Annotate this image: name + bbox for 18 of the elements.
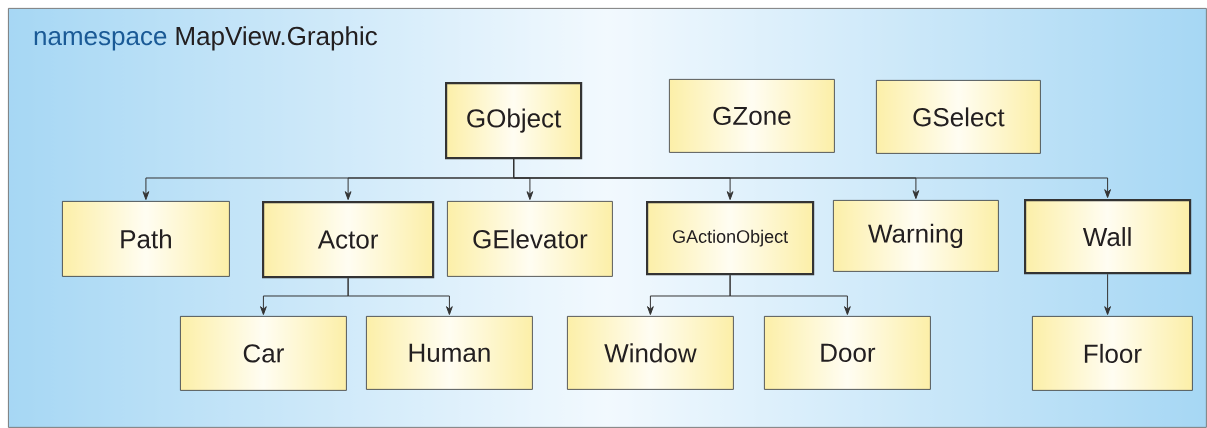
class-box: Wall: [1024, 199, 1192, 275]
class-box: Window: [567, 316, 734, 390]
class-box: GZone: [669, 79, 835, 153]
class-box: GActionObject: [646, 201, 815, 276]
class-box: GElevator: [447, 201, 613, 277]
class-box: Door: [764, 316, 931, 390]
class-box: Human: [366, 316, 533, 390]
arrow: [513, 158, 1111, 199]
class-box: GSelect: [876, 80, 1041, 154]
class-box: GObject: [445, 82, 583, 160]
arrow: [729, 274, 851, 316]
class-box: Warning: [833, 200, 999, 272]
arrow: [347, 277, 453, 316]
class-box: Car: [180, 316, 347, 391]
class-box: Path: [62, 201, 230, 277]
class-box: Floor: [1032, 316, 1193, 391]
class-box: Actor: [262, 201, 435, 279]
arrow: [1104, 273, 1111, 316]
